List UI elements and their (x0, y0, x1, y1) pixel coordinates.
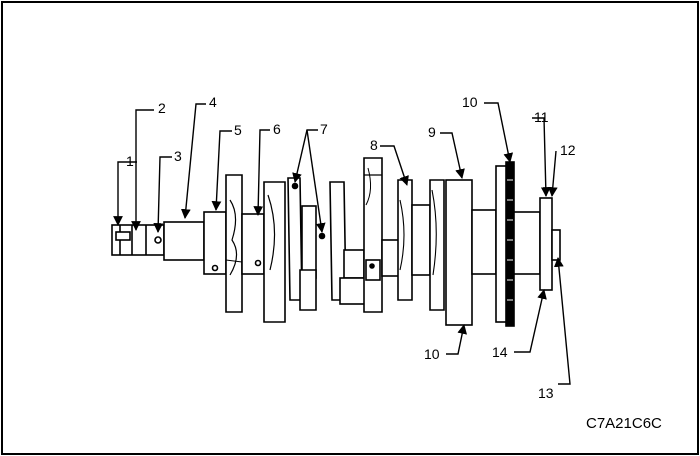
crank-web-8 (397, 179, 413, 301)
callout-5: 5 (234, 122, 242, 138)
callout-2: 2 (158, 100, 166, 116)
callout-8: 8 (370, 137, 378, 153)
pilot-bearing (551, 229, 561, 261)
rod-journal-1 (241, 213, 265, 275)
main-journal-3 (411, 204, 431, 276)
crank-web-2 (263, 181, 286, 323)
crank-web-4 (299, 269, 317, 311)
rear-main-journal (471, 209, 497, 275)
callout-10-top: 10 (462, 94, 478, 110)
crankshaft-drawing (111, 157, 561, 327)
callout-13: 13 (538, 385, 554, 401)
callout-3: 3 (174, 148, 182, 164)
callout-12: 12 (560, 142, 576, 158)
callout-9: 9 (428, 124, 436, 140)
crank-web-9 (429, 179, 445, 311)
callout-14: 14 (492, 344, 508, 360)
counterweight-9 (445, 179, 473, 326)
oil-hole-3 (154, 236, 162, 244)
callout-11: 11 (534, 109, 549, 125)
rear-hub (513, 211, 541, 275)
main-journal-2 (301, 205, 317, 279)
reluctor-teeth (505, 161, 515, 327)
keyway (115, 231, 131, 241)
callout-6: 6 (273, 121, 281, 137)
sprocket-journal (163, 221, 205, 261)
center-web (363, 157, 383, 313)
figure-code: C7A21C6C (586, 415, 662, 432)
callout-labels: 1 2 3 4 5 6 7 8 9 10 11 12 10 14 13 (126, 94, 576, 401)
callout-4: 4 (209, 94, 217, 110)
rear-flange (539, 197, 553, 291)
leader-lines (113, 102, 571, 385)
callout-7: 7 (320, 121, 328, 137)
callout-1: 1 (126, 153, 134, 169)
callout-10-bottom: 10 (424, 346, 440, 362)
